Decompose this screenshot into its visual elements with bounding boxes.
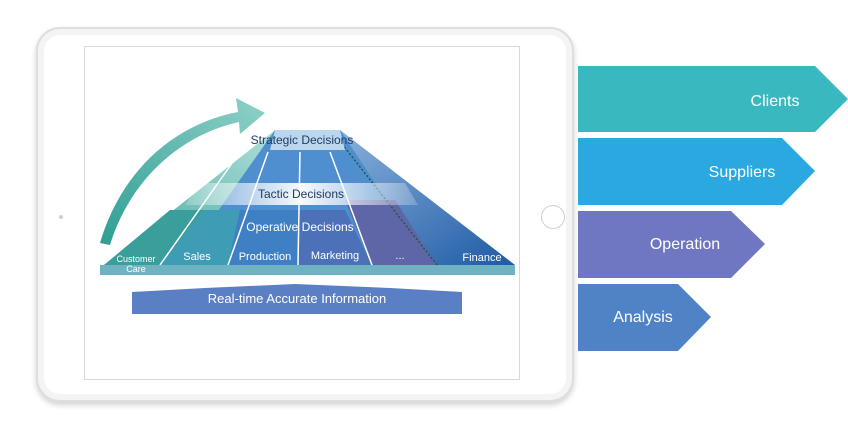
- operative-decisions-label: Operative Decisions: [246, 220, 353, 234]
- info-bar: [132, 284, 462, 314]
- pyramid-teal-column-2: [160, 210, 240, 265]
- operation-arrow-shape[interactable]: [578, 211, 765, 278]
- pyramid-purple-segment: [345, 200, 437, 265]
- column-label-production: Production: [239, 251, 292, 263]
- column-dividers: [159, 151, 373, 266]
- finance-label: Finance: [462, 252, 501, 264]
- tablet-camera: [59, 215, 63, 219]
- clients-arrow-shape[interactable]: [578, 66, 848, 132]
- pyramid-base: [100, 265, 515, 275]
- column-label-more: ...: [395, 250, 404, 262]
- suppliers-arrow-label: Suppliers: [709, 164, 776, 181]
- strategic-decisions-label: Strategic Decisions: [251, 133, 354, 147]
- operation-arrow-label: Operation: [650, 236, 720, 253]
- pyramid-blue-column-2: [298, 210, 372, 265]
- tablet-home-button[interactable]: [541, 205, 565, 229]
- analysis-arrow-shape[interactable]: [578, 284, 711, 351]
- pyramid-blue-column: [228, 210, 300, 265]
- suppliers-arrow-shape[interactable]: [578, 138, 815, 205]
- clients-arrow-label: Clients: [751, 93, 800, 110]
- dss-arrow-shape: [100, 98, 265, 245]
- column-label-customer-care-line1: Customer: [116, 254, 155, 264]
- analysis-arrow-label: Analysis: [613, 309, 673, 326]
- finance-divider: [334, 134, 438, 266]
- pyramid-right-face: [315, 130, 515, 265]
- column-label-customer-care-line2: Care: [126, 264, 146, 274]
- pyramid-teal-column: [104, 210, 205, 265]
- strategic-tip: [270, 130, 345, 150]
- column-label-marketing: Marketing: [311, 250, 359, 262]
- tactic-band: [185, 183, 418, 205]
- info-bar-label: Real-time Accurate Information: [208, 291, 386, 306]
- column-label-sales: Sales: [183, 251, 211, 263]
- tactic-decisions-label: Tactic Decisions: [258, 187, 344, 201]
